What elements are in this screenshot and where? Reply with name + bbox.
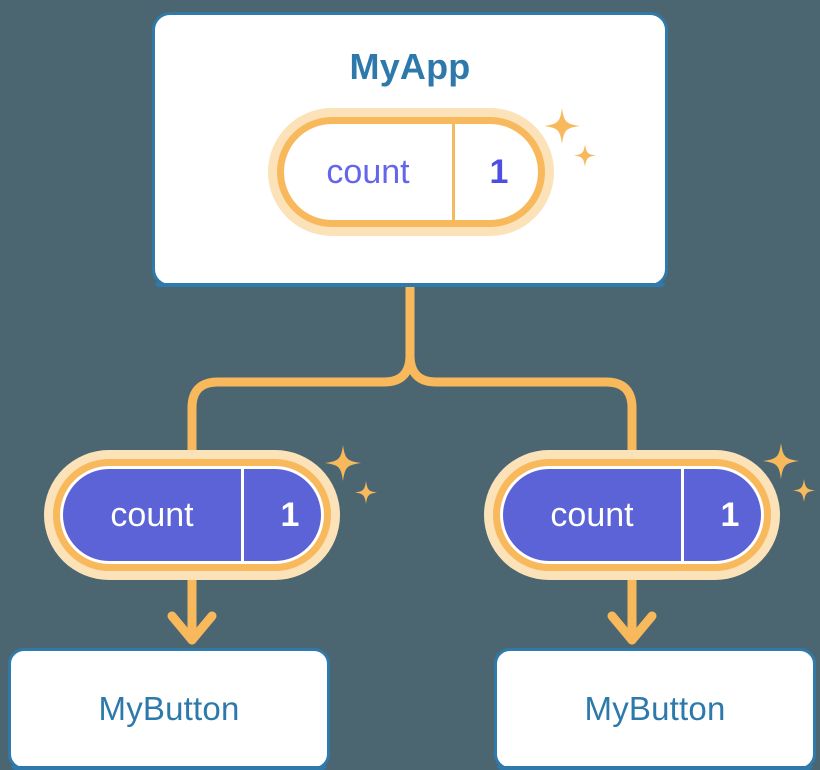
state-key-label: count	[110, 496, 194, 534]
sparkle-icon-small	[793, 479, 815, 502]
arrow-head-right	[607, 611, 657, 645]
page-title: MyApp	[349, 46, 471, 87]
arrow-head-left	[167, 611, 217, 645]
state-value-label: 1	[720, 496, 740, 534]
card-bottom-shade	[497, 766, 813, 770]
pill-inner-fill: count 1	[503, 469, 761, 561]
pill-body: count 1	[53, 459, 331, 571]
pill-divider	[452, 124, 455, 220]
component-card-mybutton-left[interactable]: MyButton	[8, 648, 330, 770]
state-key-label: count	[326, 153, 410, 191]
state-value-label: 1	[280, 496, 300, 534]
card-bottom-shade	[11, 766, 327, 770]
connector-branch-right	[405, 350, 637, 457]
state-pill-branch-left[interactable]: count 1	[44, 450, 340, 580]
component-card-mybutton-right[interactable]: MyButton	[494, 648, 816, 770]
component-label: MyButton	[584, 690, 726, 727]
connector-branch-left	[187, 350, 415, 457]
pill-body: count 1	[493, 459, 771, 571]
component-label: MyButton	[98, 690, 240, 727]
state-value-label: 1	[489, 153, 509, 191]
sparkle-icon-small	[355, 481, 377, 504]
state-pill-branch-right[interactable]: count 1	[484, 450, 780, 580]
pill-inner-fill: count 1	[63, 469, 321, 561]
pill-divider	[241, 469, 244, 561]
state-pill-myapp[interactable]: count 1	[268, 108, 554, 236]
pill-body: count 1	[277, 117, 545, 227]
card-bottom-shade	[155, 283, 665, 287]
pill-divider	[681, 469, 684, 561]
state-key-label: count	[550, 496, 634, 534]
